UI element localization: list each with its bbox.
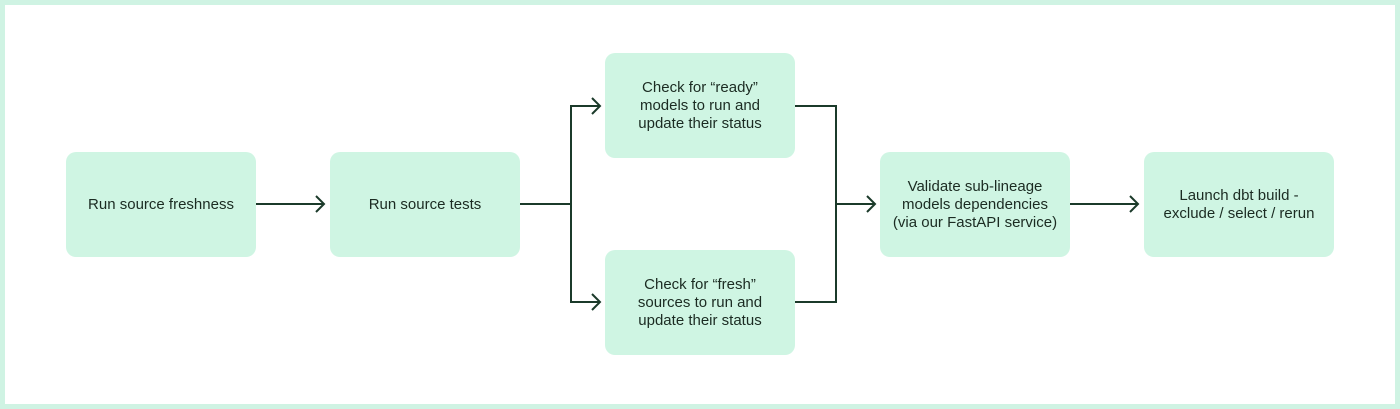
arrowhead-to-validate-sub-lineage: [866, 195, 877, 213]
arrowhead-to-run-source-tests: [315, 195, 326, 213]
arrowhead-to-check-fresh-sources: [591, 293, 602, 311]
arrowhead-to-launch-dbt-build: [1129, 195, 1140, 213]
connector-fork-to-fresh-sources: [570, 204, 600, 303]
node-validate-sub-lineage: Validate sub-lineage models dependencies…: [880, 152, 1070, 257]
connector-fork-to-ready-models: [570, 105, 600, 204]
node-run-source-tests: Run source tests: [330, 152, 520, 257]
node-run-source-freshness: Run source freshness: [66, 152, 256, 257]
connector-ready-models-to-join: [795, 105, 837, 204]
node-check-fresh-sources: Check for “fresh” sources to run and upd…: [605, 250, 795, 355]
node-check-ready-models: Check for “ready” models to run and upda…: [605, 53, 795, 158]
node-launch-dbt-build: Launch dbt build - exclude / select / re…: [1144, 152, 1334, 257]
arrowhead-to-check-ready-models: [591, 97, 602, 115]
connector-fresh-sources-to-join: [795, 204, 837, 303]
